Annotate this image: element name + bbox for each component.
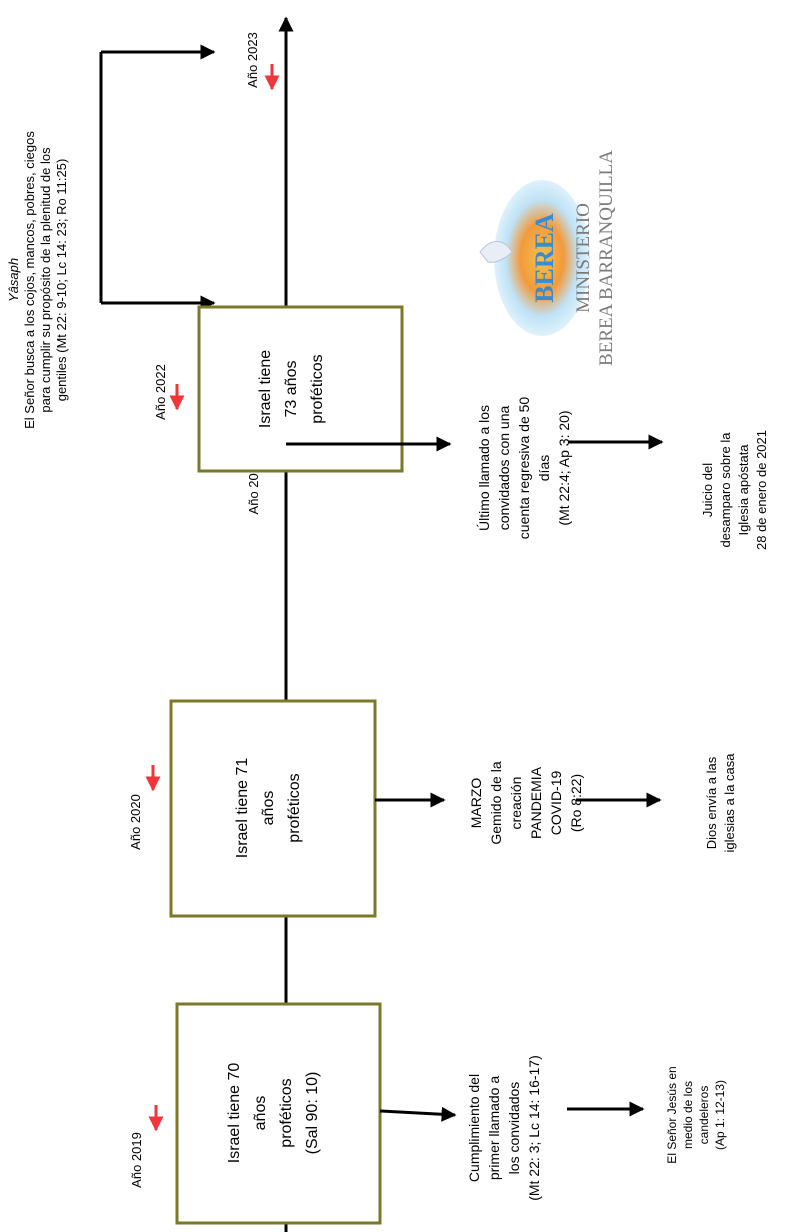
svg-text:gentiles (Mt 22: 9-10; Lc 14:: gentiles (Mt 22: 9-10; Lc 14: 23; Ro 11:… <box>54 159 69 402</box>
year-label-2019: Año 2019 <box>129 1132 144 1188</box>
yasaph-text: Yâsaph El Señor busca a los cojos, manco… <box>6 131 69 429</box>
svg-text:MARZO: MARZO <box>468 778 484 829</box>
svg-text:(Sal 90: 10): (Sal 90: 10) <box>304 1072 321 1155</box>
svg-text:años: años <box>252 1096 269 1131</box>
svg-text:años: años <box>260 791 277 826</box>
svg-text:(Mt 22: 3; Lc 14: 16-17): (Mt 22: 3; Lc 14: 16-17) <box>526 1055 542 1201</box>
svg-text:los convidados: los convidados <box>506 1082 522 1175</box>
svg-text:proféticos: proféticos <box>309 354 326 423</box>
svg-text:PANDEMIA: PANDEMIA <box>528 766 544 839</box>
svg-text:convidados con una: convidados con una <box>496 406 512 531</box>
svg-text:medio de los: medio de los <box>681 1081 695 1149</box>
box-israel-73-text: Israel tiene 73 años proféticos <box>257 350 326 428</box>
event-ultimo-llamado: Último llamado a los convidados con una … <box>476 397 572 540</box>
svg-text:iglesias a la casa: iglesias a la casa <box>722 753 737 853</box>
svg-text:(Mt 22:4; Ap 3: 20): (Mt 22:4; Ap 3: 20) <box>556 410 572 525</box>
svg-text:(Ap 1: 12-13): (Ap 1: 12-13) <box>713 1080 727 1150</box>
svg-text:proféticos: proféticos <box>286 773 303 842</box>
svg-text:El Señor Jesús en: El Señor Jesús en <box>665 1066 679 1163</box>
svg-text:Israel tiene: Israel tiene <box>257 350 274 428</box>
logo-line-barranquilla: BEREA BARRANQUILLA <box>596 150 617 366</box>
svg-text:COVID-19: COVID-19 <box>548 771 564 836</box>
year-label-2020: Año 2020 <box>128 794 143 850</box>
svg-text:desamparo sobre la: desamparo sobre la <box>718 432 733 548</box>
svg-text:Israel tiene 70: Israel tiene 70 <box>226 1063 243 1164</box>
svg-text:Cumplimiento del: Cumplimiento del <box>466 1074 482 1182</box>
svg-text:primer llamado a: primer llamado a <box>486 1076 502 1180</box>
svg-text:BEREA: BEREA <box>530 213 559 303</box>
svg-text:Israel tiene 71: Israel tiene 71 <box>234 758 251 859</box>
svg-text:para cumplir su propósito de l: para cumplir su propósito de la plenitud… <box>38 147 53 413</box>
yasaph-bracket <box>99 44 216 311</box>
svg-text:(Ro 8:22): (Ro 8:22) <box>568 774 584 832</box>
dove-icon <box>479 241 513 263</box>
svg-text:73 años: 73 años <box>283 361 300 418</box>
box-israel-70-text: Israel tiene 70 años proféticos (Sal 90:… <box>226 1063 321 1164</box>
svg-text:El Señor busca a los cojos, ma: El Señor busca a los cojos, mancos, pobr… <box>22 131 37 429</box>
svg-text:Dios envía a las: Dios envía a las <box>704 756 719 849</box>
svg-text:creación: creación <box>508 777 524 830</box>
box-israel-70 <box>175 1002 382 1225</box>
event-marzo-pandemia: MARZO Gemido de la creación PANDEMIA COV… <box>468 761 584 844</box>
event-cumplimiento: Cumplimiento del primer llamado a los co… <box>466 1055 542 1201</box>
svg-text:Gemido de la: Gemido de la <box>488 761 504 844</box>
outcome-iglesias-casa: Dios envía a las iglesias a la casa <box>704 753 737 853</box>
svg-text:Yâsaph: Yâsaph <box>6 258 21 302</box>
svg-text:Iglesia apóstata: Iglesia apóstata <box>736 444 751 536</box>
arrow-box1-event1 <box>379 1106 457 1122</box>
svg-text:días: días <box>536 455 552 481</box>
ministerio-berea-logo: BEREA MINISTERIO BEREA BARRANQUILLA <box>479 150 617 366</box>
svg-text:Juicio del: Juicio del <box>700 463 715 517</box>
svg-text:candeleros: candeleros <box>697 1086 711 1145</box>
logo-line-ministerio: MINISTERIO <box>573 203 594 313</box>
svg-text:Último llamado a los: Último llamado a los <box>476 405 492 531</box>
outcome-juicio: Juicio del desamparo sobre la Iglesia ap… <box>700 430 769 550</box>
year-label-2023: Año 2023 <box>245 32 260 88</box>
year-label-2022: Año 2022 <box>153 364 168 420</box>
svg-text:28 de enero de 2021: 28 de enero de 2021 <box>754 430 769 550</box>
outcome-candeleros: El Señor Jesús en medio de los candelero… <box>665 1066 727 1163</box>
svg-text:cuenta regresiva de 50: cuenta regresiva de 50 <box>516 397 532 540</box>
box-israel-71-text: Israel tiene 71 años proféticos <box>234 758 303 859</box>
svg-text:proféticos: proféticos <box>278 1078 295 1147</box>
box-israel-71 <box>169 699 377 918</box>
logo-emblem <box>494 180 590 336</box>
box-israel-73 <box>197 305 404 473</box>
